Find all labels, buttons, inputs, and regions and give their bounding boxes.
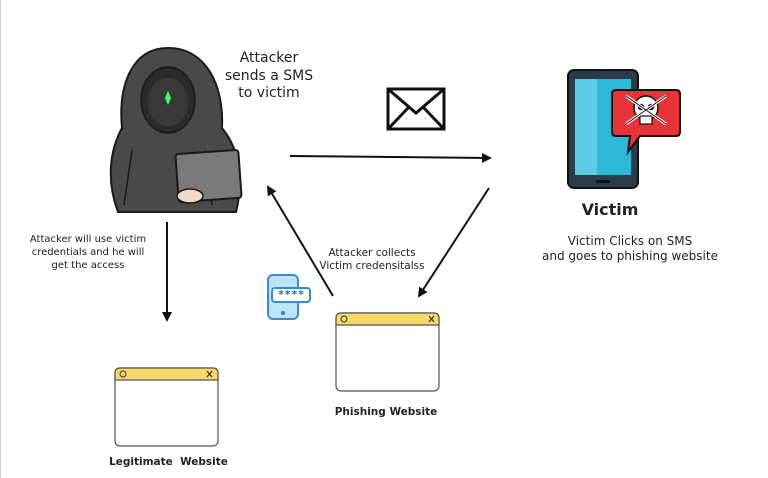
attacker-use-credentials-text: Attacker will use victim credentials and… <box>29 234 147 271</box>
arrow-victim-to-phishing <box>417 187 490 298</box>
password-phone-icon <box>267 274 311 320</box>
attacker-collects-text: Attacker collects Victim credensitalss <box>319 247 425 273</box>
legitimate-website-window <box>114 367 219 447</box>
phishing-website-label: Phishing Website <box>334 406 438 418</box>
victim-title: Victim <box>581 200 639 219</box>
password-mask: **** <box>277 288 305 301</box>
arrow-attacker-to-victim <box>289 152 492 163</box>
victim-caption: Victim Clicks on SMS and goes to phishin… <box>542 234 718 263</box>
envelope-icon <box>386 87 446 131</box>
phishing-website-window <box>335 312 440 392</box>
page-edge <box>0 0 1 478</box>
arrow-phishing-to-attacker <box>266 185 334 297</box>
attacker-caption: Attacker sends a SMS to victim <box>224 50 314 101</box>
legitimate-website-label: Legitimate Website <box>109 456 228 468</box>
hacker-icon <box>109 46 243 213</box>
skull-icon <box>611 89 681 156</box>
